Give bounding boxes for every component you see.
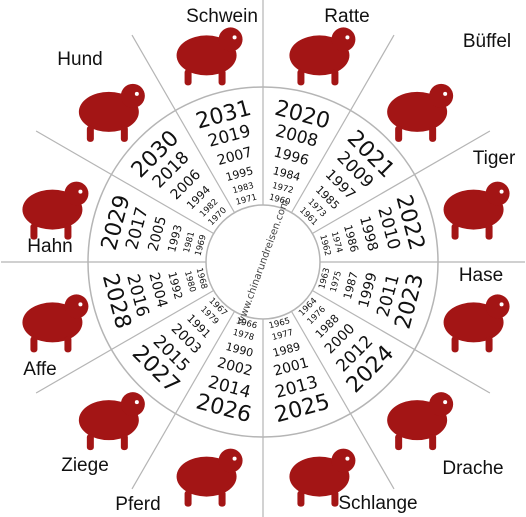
label-hase: Hase (459, 265, 503, 286)
rat-icon (289, 27, 355, 85)
dragon-icon (387, 392, 453, 450)
dog-icon (79, 84, 145, 142)
label-hahn: Hahn (27, 236, 72, 257)
tiger-icon (444, 182, 510, 240)
label-hund: Hund (57, 49, 102, 70)
goat-icon (79, 392, 145, 450)
monkey-icon (22, 294, 88, 352)
label-affe: Affe (23, 359, 56, 380)
label-ziege: Ziege (61, 455, 109, 476)
pig-icon (177, 27, 243, 85)
label-büffel: Büffel (463, 31, 511, 52)
horse-icon (177, 449, 243, 507)
ox-icon (387, 84, 453, 142)
rabbit-icon (444, 294, 510, 352)
label-drache: Drache (442, 458, 503, 479)
center-url: www.chinarundreisen.com (236, 198, 292, 326)
label-tiger: Tiger (473, 148, 516, 169)
label-pferd: Pferd (115, 494, 160, 515)
label-schwein: Schwein (186, 6, 258, 27)
rooster-icon (22, 182, 88, 240)
label-schlange: Schlange (338, 493, 417, 514)
label-ratte: Ratte (324, 6, 369, 27)
